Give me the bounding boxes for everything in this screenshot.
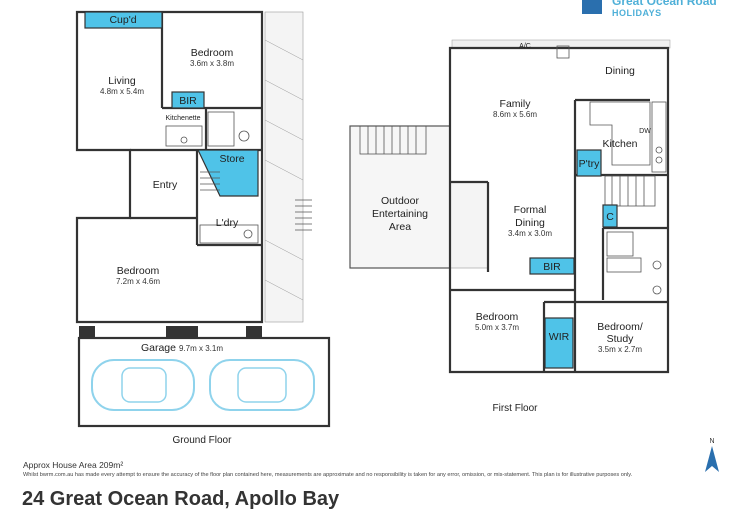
floor-plan: Cup'd Bedroom 3.6m x 3.8m Living 4.8m x … <box>75 10 671 446</box>
garage-dimensions: 9.7m x 3.1m <box>179 344 223 353</box>
car-icon <box>91 359 195 411</box>
fireplace <box>556 45 570 59</box>
family-label: Family <box>500 98 532 110</box>
living-label: Living <box>108 75 136 87</box>
dining-label: Dining <box>605 65 635 77</box>
toilet <box>652 260 662 270</box>
top-balcony <box>451 39 671 49</box>
ground-floor-plan: Cup'd Bedroom 3.6m x 3.8m Living 4.8m x … <box>75 10 331 446</box>
outdoor-steps <box>295 199 312 231</box>
bir-highlight <box>171 91 205 109</box>
garage-pillar <box>79 326 95 338</box>
laundry-label: L'dry <box>216 217 239 229</box>
shower <box>207 111 235 147</box>
toilet <box>238 130 250 142</box>
north-arrow-icon: N <box>705 438 719 472</box>
bir-highlight <box>529 257 575 275</box>
bedroom-label: Bedroom <box>117 265 160 277</box>
laundry-bench <box>199 224 259 244</box>
entry-label: Entry <box>153 179 178 191</box>
dishwasher-label: DW <box>639 128 651 135</box>
cupd-highlight <box>84 11 163 29</box>
bedroom-dimensions: 7.2m x 4.6m <box>116 277 160 286</box>
garage-pillar <box>166 326 198 338</box>
brand-mark-icon <box>582 0 602 14</box>
study-label-1: Bedroom/ <box>597 321 643 333</box>
ac-label: A/C <box>519 43 531 50</box>
garage-walls <box>77 336 331 428</box>
side-path <box>264 11 304 323</box>
living-dimensions: 4.8m x 5.4m <box>100 87 144 96</box>
pantry-label: P'try <box>579 158 600 170</box>
brand-name: Great Ocean Road <box>612 0 717 8</box>
toilet <box>652 285 662 295</box>
wir-label: WIR <box>549 331 570 343</box>
shower <box>606 231 634 257</box>
formal-dining-label-2: Dining <box>515 217 545 229</box>
internal-stairs <box>200 171 220 191</box>
bedroom-dimensions: 5.0m x 3.7m <box>475 323 519 332</box>
brand-logo: Great Ocean Road HOLIDAYS <box>582 0 732 22</box>
store-label: Store <box>219 153 244 165</box>
study-label-2: Study <box>607 333 635 345</box>
kitchenette-bench <box>165 125 203 147</box>
bedroom-label: Bedroom <box>476 311 519 323</box>
internal-stairs <box>604 175 656 207</box>
bedroom-dimensions: 3.6m x 3.8m <box>190 59 234 68</box>
cooktop <box>655 156 663 164</box>
formal-dining-label-1: Formal <box>514 204 547 216</box>
north-label: N <box>709 438 714 445</box>
kitchen-wall-bench <box>651 101 667 173</box>
bir-label: BIR <box>179 95 197 107</box>
store-highlight <box>197 149 259 197</box>
pantry-highlight <box>576 149 602 177</box>
bir-label: BIR <box>543 261 561 273</box>
outdoor-label-2: Entertaining <box>372 208 428 220</box>
cupboard-highlight <box>602 204 618 228</box>
cupd-label: Cup'd <box>109 14 136 26</box>
path-hatch <box>264 39 304 301</box>
first-floor-label: First Floor <box>493 403 539 414</box>
vanity <box>606 257 642 273</box>
garage-pillar <box>246 326 262 338</box>
ground-outer-walls <box>75 10 264 324</box>
car-icon <box>209 359 315 411</box>
ground-floor-label: Ground Floor <box>173 435 233 446</box>
family-dimensions: 8.6m x 5.6m <box>493 110 537 119</box>
first-outer-walls <box>448 46 670 374</box>
formal-dining-dimensions: 3.4m x 3.0m <box>508 229 552 238</box>
bedroom-label: Bedroom <box>191 47 234 59</box>
house-area: Approx House Area 209m² <box>23 460 124 470</box>
disclaimer: Whilst bwrm.com.au has made every attemp… <box>23 472 633 478</box>
tub <box>243 229 253 239</box>
brand-subtitle: HOLIDAYS <box>612 8 662 18</box>
garage-label: Garage <box>141 342 176 354</box>
wir-highlight <box>544 317 574 369</box>
sink <box>180 136 188 144</box>
kitchen-label: Kitchen <box>602 138 637 150</box>
north-arrow-shape <box>705 446 719 472</box>
study-dimensions: 3.5m x 2.7m <box>598 345 642 354</box>
kitchen-bench <box>589 101 651 166</box>
first-floor-plan: A/C Dining Family 8.6m x 5.6m Kitchen DW… <box>349 39 671 414</box>
outdoor-label-1: Outdoor <box>381 195 419 207</box>
cupboard-label: C <box>606 211 614 223</box>
outdoor-label-3: Area <box>389 221 411 233</box>
deck-strip <box>449 181 489 269</box>
cooktop <box>655 146 663 154</box>
kitchenette-label: Kitchenette <box>165 115 200 122</box>
outdoor-stairs <box>359 125 427 155</box>
